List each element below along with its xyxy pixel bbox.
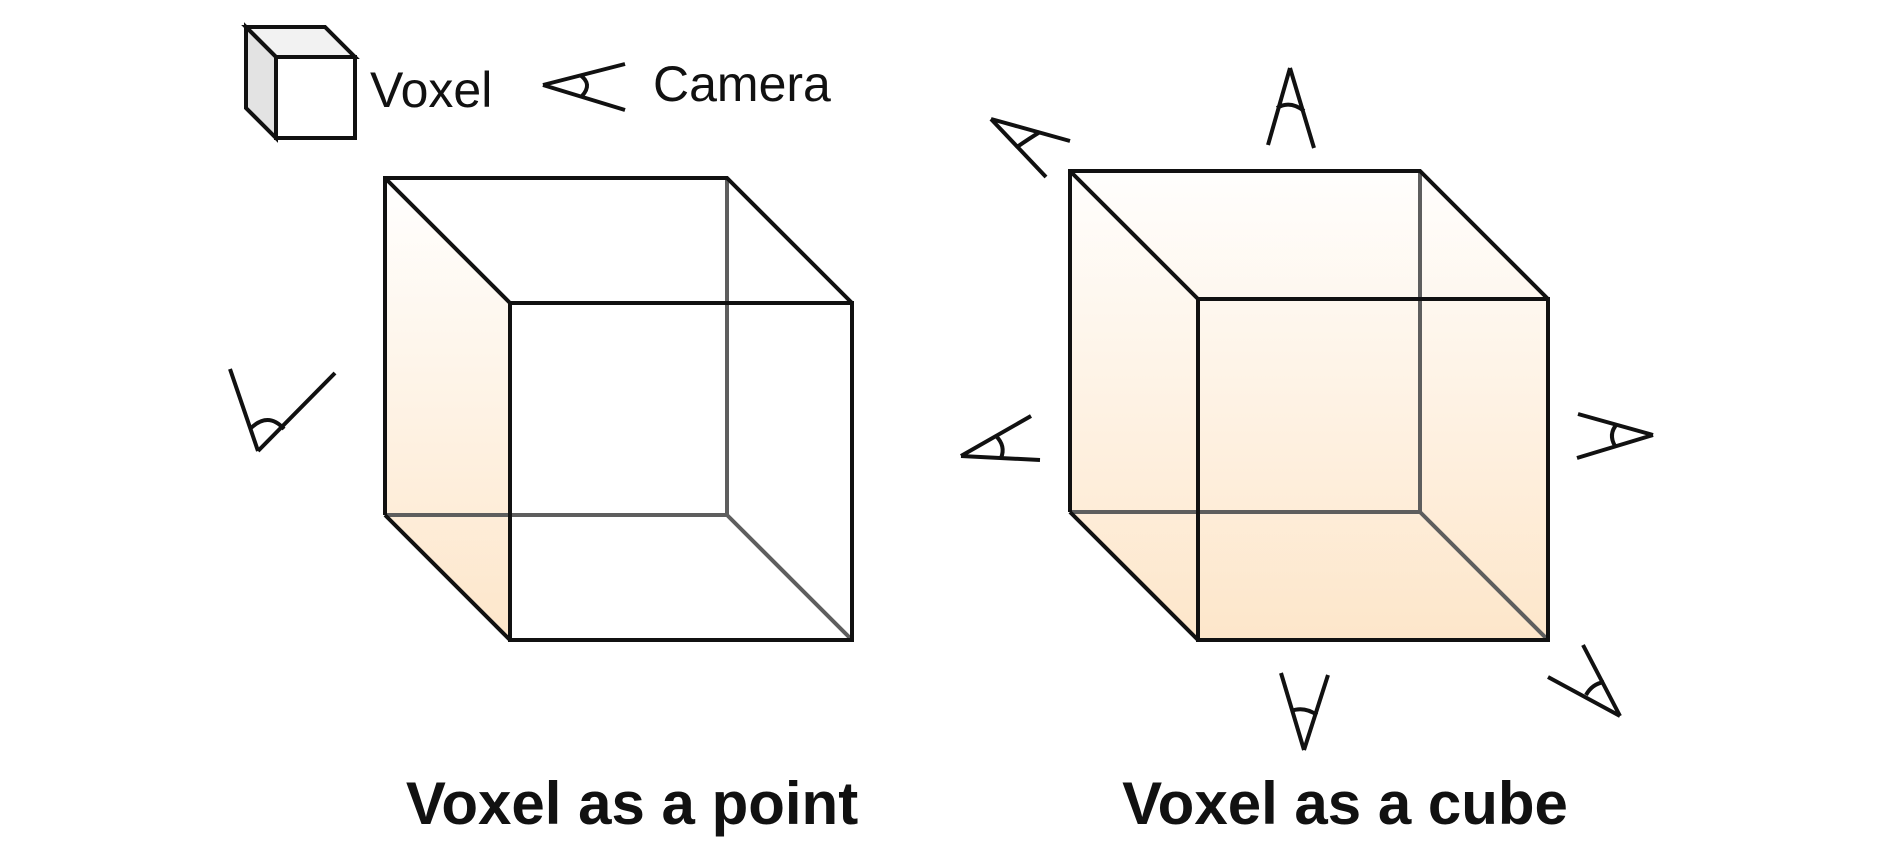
caption-voxel-as-point: Voxel as a point [406, 770, 858, 837]
camera-left [960, 414, 1041, 462]
cube-wireframe [1068, 169, 1550, 642]
legend-camera-label: Camera [653, 56, 831, 112]
camera-bottom-right [1547, 644, 1622, 718]
cube-icon [241, 22, 360, 143]
camera-top [1266, 67, 1316, 149]
caption-voxel-as-cube: Voxel as a cube [1122, 770, 1568, 837]
cube-hidden-edges [385, 178, 854, 642]
voxel-as-point-panel: Voxel as a point [228, 176, 858, 837]
cube-wireframe [383, 176, 854, 642]
shaded-left-face [385, 178, 510, 640]
camera-top-left [989, 117, 1071, 179]
voxel-as-cube-panel: Voxel as a cube [960, 67, 1654, 837]
camera-bottom [1279, 672, 1330, 751]
camera-frustum-icon [542, 62, 626, 112]
cube-hidden-edges [1070, 171, 1550, 642]
legend: Voxel Camera [241, 22, 831, 143]
camera-left [228, 368, 337, 453]
legend-voxel-label: Voxel [370, 62, 492, 118]
camera-right [1576, 412, 1654, 460]
